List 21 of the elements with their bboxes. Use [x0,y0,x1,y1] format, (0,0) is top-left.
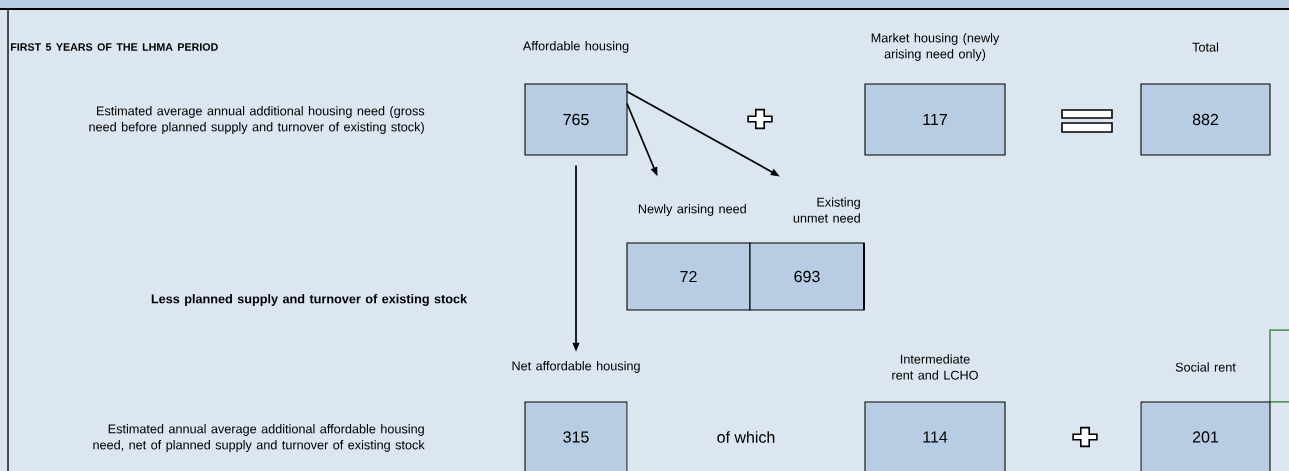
column-heading: Intermediate rent and LCHO [892,354,978,380]
column-heading: Existing unmet need [793,197,860,223]
value-box: 765 [524,83,628,156]
column-heading: Newly arising need [638,204,746,216]
value-box: 72 [626,242,751,311]
row-label: Less planned supply and turnover of existing stock [151,294,468,306]
value-box: 117 [864,83,1006,156]
value-box: 114 [864,401,1006,471]
value-box: 882 [1140,83,1271,156]
column-heading: Social rent [1175,362,1236,372]
value-box: 315 [524,401,628,471]
column-heading: Affordable housing [522,41,629,53]
row-label: Estimated average annual additional housing need (gross need before planned supply and turnover of existing stock) [89,106,425,134]
connecting-text: of which [717,431,775,443]
section-heading: FIRST 5 YEARS OF THE LHMA PERIOD [11,43,218,51]
value-box: 693 [749,242,865,311]
column-heading: Market housing (newly arising need only) [871,33,1000,61]
row-label: Estimated annual average additional affordable housing need, net of planned supply and turnover of existing stock [93,424,425,452]
column-heading: Total [1192,42,1219,52]
column-heading: Net affordable housing [512,361,640,373]
value-box: 201 [1140,401,1271,471]
